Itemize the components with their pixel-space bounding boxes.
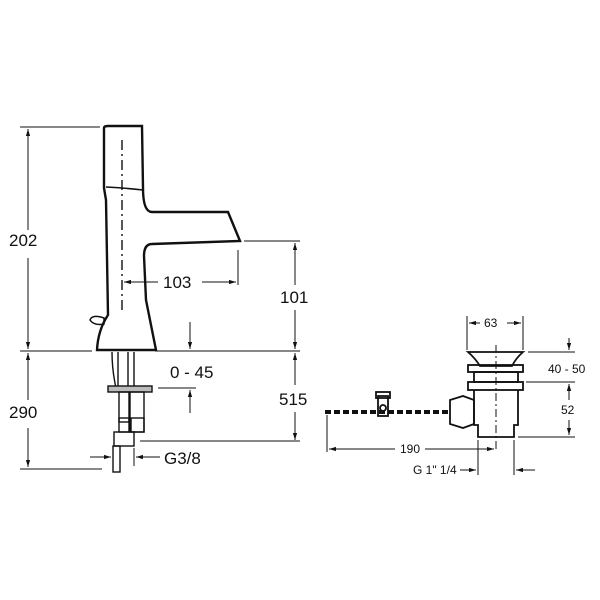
dim-drain-height: 52 [561, 403, 575, 417]
faucet-body [95, 124, 242, 352]
dim-spout-reach: 103 [163, 273, 192, 292]
dim-below-deck: 290 [9, 403, 38, 422]
dim-faucet-thread: G3/8 [164, 449, 201, 468]
drain-body [375, 351, 526, 438]
pop-up-lever [89, 315, 105, 326]
dim-drain-thread: G 1" 1/4 [413, 463, 457, 477]
dim-deck-thickness: 0 - 45 [170, 363, 214, 382]
dim-rod-length: 190 [400, 442, 421, 456]
dim-connection-length: 515 [279, 390, 308, 409]
faucet-connections [107, 351, 153, 473]
dim-spout-height: 101 [280, 288, 309, 307]
dim-cap-diameter: 63 [484, 316, 498, 330]
dim-total-height: 202 [9, 231, 38, 250]
dim-cap-adjust: 40 - 50 [548, 362, 586, 376]
